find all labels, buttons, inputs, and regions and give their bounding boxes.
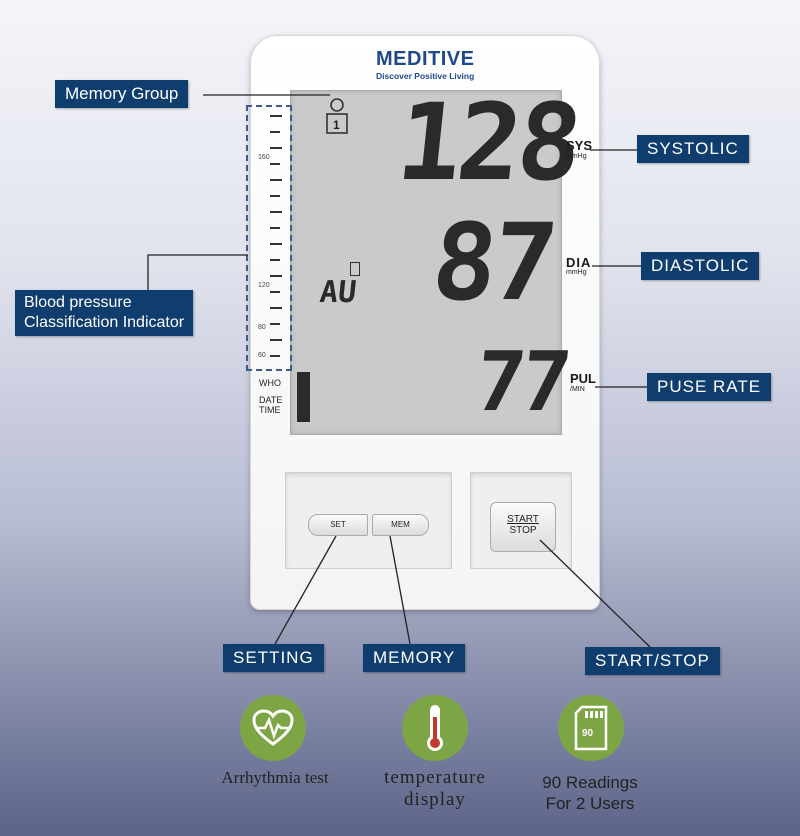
classification-scale: 160 120 80 60 bbox=[246, 105, 292, 371]
indicator-bar bbox=[297, 372, 310, 422]
heart-pulse-icon bbox=[240, 695, 306, 761]
brand-tagline: Discover Positive Living bbox=[376, 71, 475, 81]
memory-user-number: 1 bbox=[333, 118, 340, 132]
sys-sub-unit: mmHg bbox=[566, 153, 587, 160]
dia-unit: DIA bbox=[566, 255, 592, 270]
readings-line-2: For 2 Users bbox=[545, 794, 635, 813]
who-label: WHO bbox=[259, 378, 281, 388]
sys-unit: SYS bbox=[566, 138, 593, 153]
start-stop-label: START/STOP bbox=[585, 647, 720, 675]
memory-card-icon bbox=[558, 695, 624, 761]
start-label: START bbox=[507, 514, 539, 525]
temperature-line-1: temperature bbox=[384, 767, 486, 788]
diastolic-label: DIASTOLIC bbox=[641, 252, 760, 280]
time-label: TIME bbox=[259, 405, 281, 415]
thermometer-icon bbox=[402, 695, 468, 761]
scale-label: 120 bbox=[258, 282, 270, 289]
readings-text: 90 Readings For 2 Users bbox=[515, 772, 665, 814]
arrhythmia-text: Arrhythmia test bbox=[221, 768, 329, 787]
mem-button[interactable]: MEM bbox=[372, 514, 429, 536]
pul-sub-unit: /MIN bbox=[570, 386, 585, 393]
classification-line-1: Blood pressure bbox=[24, 294, 132, 311]
classification-line-2: Classification Indicator bbox=[24, 314, 185, 331]
user-memory-icon bbox=[323, 96, 351, 136]
lcd-display bbox=[290, 90, 562, 435]
scale-label: 60 bbox=[258, 352, 266, 359]
setting-label: SETTING bbox=[223, 644, 324, 672]
memory-group-label: Memory Group bbox=[55, 80, 189, 108]
readings-line-1: 90 Readings bbox=[542, 773, 638, 792]
scale-label: 160 bbox=[258, 154, 270, 161]
stop-label: STOP bbox=[509, 525, 537, 536]
pul-unit: PUL bbox=[570, 371, 596, 386]
set-button[interactable]: SET bbox=[308, 514, 368, 536]
brand-logo: MEDITIVE bbox=[376, 48, 475, 70]
battery-icon bbox=[350, 262, 360, 276]
scale-label: 80 bbox=[258, 324, 266, 331]
memory-card-value: 90 bbox=[582, 728, 594, 739]
start-stop-button[interactable]: START STOP bbox=[490, 502, 556, 552]
classification-indicator-label: Blood pressure Classification Indicator bbox=[15, 290, 194, 336]
temperature-line-2: display bbox=[404, 789, 466, 810]
memory-label: MEMORY bbox=[363, 644, 466, 672]
pulse-rate-label: PUSE RATE bbox=[647, 373, 772, 401]
temperature-text: temperature display bbox=[360, 767, 510, 811]
systolic-label: SYSTOLIC bbox=[637, 135, 749, 163]
date-label: DATE bbox=[259, 395, 283, 405]
dia-sub-unit: mmHg bbox=[566, 269, 587, 276]
